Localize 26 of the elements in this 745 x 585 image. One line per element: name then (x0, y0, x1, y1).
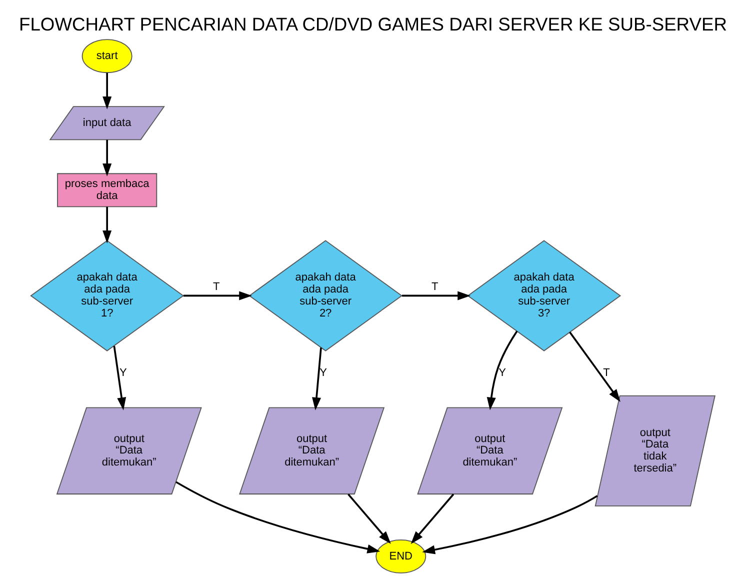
edge-label: Y (118, 367, 126, 380)
node-diamond: apakah data ada pada sub-server 1? (30, 240, 184, 352)
edge-label: T (430, 280, 438, 293)
edge-label: T (602, 367, 610, 380)
edge-label: Y (319, 367, 326, 380)
node-ellipse: END (375, 539, 426, 574)
edge-label: T (212, 280, 220, 293)
arrow (312, 348, 322, 410)
arrow (102, 140, 112, 176)
diagram-title: FLOWCHART PENCARIAN DATA CD/DVD GAMES DARI SERVER KE SUB-SERVER (18, 13, 727, 34)
node-box: proses membaca data (56, 173, 157, 208)
arrow (410, 494, 454, 544)
node-ellipse: start (81, 39, 132, 74)
arrow (175, 481, 380, 554)
arrow (112, 346, 126, 410)
edge-label: Y (498, 367, 506, 380)
arrow (183, 291, 252, 300)
node-diamond: apakah data ada pada sub-server 3? (466, 240, 621, 352)
arrow (102, 206, 112, 244)
arrow (402, 291, 470, 300)
node-diamond: apakah data ada pada sub-server 2? (248, 240, 402, 352)
arrow (102, 72, 112, 110)
arrow (568, 332, 620, 402)
arrow (422, 495, 598, 554)
arrow (486, 330, 518, 410)
arrow (347, 494, 390, 544)
